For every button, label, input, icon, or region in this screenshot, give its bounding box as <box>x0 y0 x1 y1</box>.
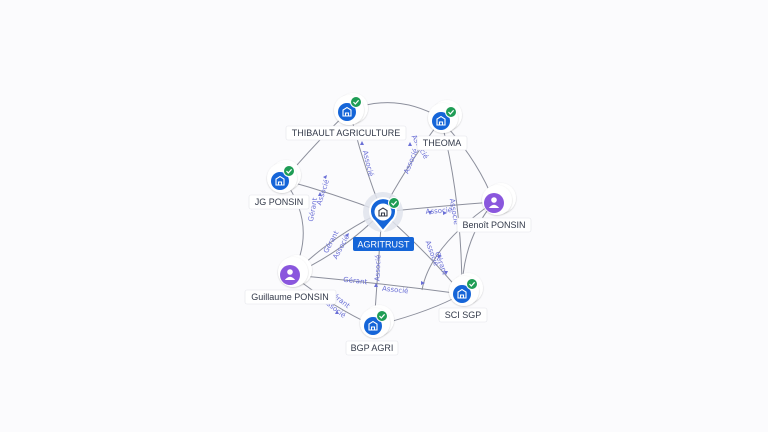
arrow-7 <box>438 254 442 258</box>
building-icon <box>457 288 467 299</box>
node-bgp-agri[interactable]: BGP AGRI <box>345 305 399 356</box>
node-theoma[interactable]: THEOMA <box>416 100 468 151</box>
person-node-circle <box>484 193 504 213</box>
node-label-box <box>248 194 310 210</box>
arrow-12 <box>318 192 322 196</box>
arrow-11 <box>444 271 448 275</box>
node-label: SCI SGP <box>445 310 482 320</box>
node-label: Guillaume PONSIN <box>251 292 329 302</box>
node-label: JG PONSIN <box>255 197 304 207</box>
node-benoit-ponsin[interactable]: Benoît PONSIN <box>456 183 532 233</box>
edge-label-agritrust-bgpagri: Associé <box>374 255 383 282</box>
main-node-label-box <box>353 237 414 251</box>
person-icon <box>284 269 296 280</box>
edge-benoit-scisgp-2 <box>421 201 495 291</box>
arrow-1 <box>360 141 364 145</box>
check-badge-icon <box>283 165 295 177</box>
edge-arrows <box>318 141 448 314</box>
node-sci-sgp[interactable]: SCI SGP <box>438 273 488 323</box>
person-node-circle <box>280 265 300 285</box>
node-label: THIBAULT AGRICULTURE <box>292 128 401 138</box>
edge-label-guillaume-scisgp: Gérant <box>343 276 368 286</box>
arrow-2 <box>408 142 412 146</box>
building-icon <box>275 175 285 186</box>
node-label: BGP AGRI <box>351 343 394 353</box>
building-icon <box>342 106 352 117</box>
check-badge-icon <box>350 96 362 108</box>
building-icon <box>368 320 378 331</box>
arrow-8 <box>428 211 432 215</box>
building-icon <box>436 115 446 126</box>
arrow-5 <box>345 233 349 237</box>
arrow-4 <box>443 211 447 215</box>
node-label: THEOMA <box>423 138 462 148</box>
node-label-box <box>345 340 399 356</box>
building-icon <box>378 207 388 217</box>
person-icon <box>488 197 500 208</box>
arrow-3 <box>323 175 327 179</box>
node-label: Benoît PONSIN <box>462 220 525 230</box>
arrow-9 <box>335 310 339 314</box>
edge-guillaume-scisgp <box>291 274 463 295</box>
arrow-6 <box>374 283 378 287</box>
check-badge-icon <box>388 197 400 209</box>
node-label-box <box>456 217 532 233</box>
check-badge-icon <box>466 278 478 290</box>
node-agritrust-main[interactable]: AGRITRUST <box>353 192 414 251</box>
node-jg-ponsin[interactable]: JG PONSIN <box>248 160 310 210</box>
main-node-label: AGRITRUST <box>357 240 410 250</box>
check-badge-icon <box>445 106 457 118</box>
edge-label-agritrust-benoit: Associé <box>425 206 452 216</box>
node-label-box <box>244 289 337 305</box>
edge-label-agritrust-thibault: Associé <box>361 150 375 178</box>
check-badge-icon <box>376 310 388 322</box>
edge-label-bgpagri-scisgp: Associé <box>382 285 409 296</box>
arrow-10 <box>421 281 425 285</box>
node-guillaume-ponsin[interactable]: Guillaume PONSIN <box>244 255 337 305</box>
node-thibault-agriculture[interactable]: THIBAULT AGRICULTURE <box>285 93 407 141</box>
node-label-box <box>285 125 407 141</box>
node-label-box <box>438 307 488 323</box>
edge-theoma-benoit <box>440 119 495 203</box>
edge-label-agritrust-theoma: Associé <box>402 147 419 175</box>
node-label-box <box>416 135 468 151</box>
